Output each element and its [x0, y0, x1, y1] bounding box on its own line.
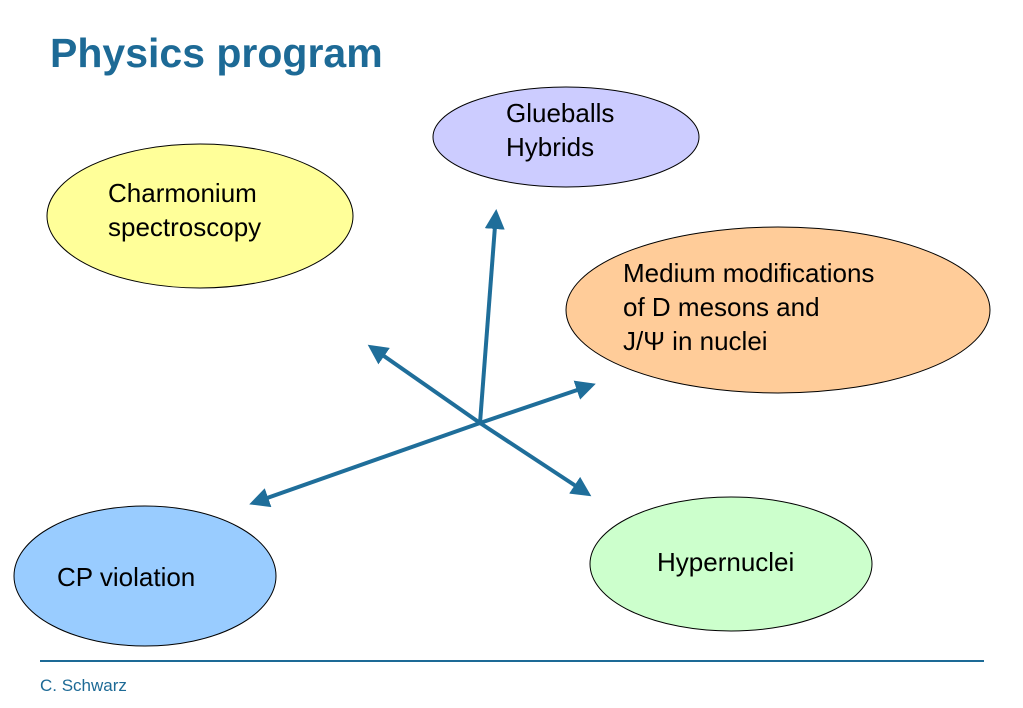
medium-modifications-ellipse	[565, 226, 991, 394]
medium-modifications-label: Medium modifications of D mesons and J/Ψ…	[623, 258, 875, 356]
hypernuclei-label: Hypernuclei	[657, 547, 795, 577]
footer-author: C. Schwarz	[40, 676, 127, 695]
arrow-to-cp-violation	[249, 421, 481, 508]
hypernuclei-ellipse	[589, 496, 873, 632]
footer-divider	[40, 660, 984, 662]
cp-violation-ellipse	[13, 505, 277, 647]
arrow-to-glueballs	[478, 209, 505, 424]
cp-violation-label: CP violation	[57, 562, 196, 592]
arrow-to-hypernuclei	[478, 421, 592, 497]
glueballs-label: Glueballs Hybrids	[506, 98, 615, 162]
page-title: Physics program	[50, 30, 383, 76]
glueballs-ellipse	[432, 86, 700, 188]
charmonium-label: Charmonium spectroscopy	[108, 178, 262, 242]
charmonium-ellipse	[46, 143, 354, 289]
arrow-to-charmonium	[367, 344, 482, 425]
arrow-to-medium-modifications	[479, 380, 596, 425]
